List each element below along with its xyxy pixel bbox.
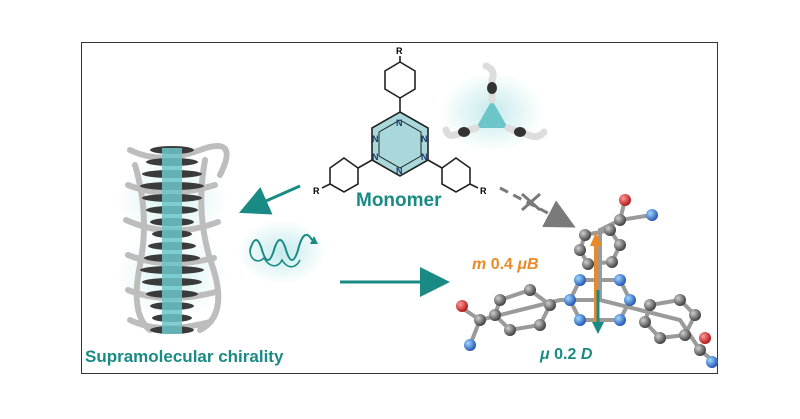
magnetic-moment-label: m 0.4 μB	[472, 256, 539, 274]
ring-nitrogen-labels: N N N N N N	[372, 118, 428, 176]
right-phenyl-ring	[441, 157, 471, 193]
substituent-left-label: R	[313, 186, 320, 196]
moment-unit: μB	[517, 256, 539, 273]
figure-frame	[81, 42, 718, 374]
supramolecular-helix-stack	[117, 143, 230, 334]
helical-spiral-icon	[237, 220, 327, 284]
ring-n-1: N	[396, 118, 403, 128]
dipole-value: 0.2	[554, 346, 577, 363]
ring-n-6: N	[396, 166, 403, 176]
triazine-monomer-structure	[321, 56, 479, 193]
ball-and-stick-model	[456, 194, 718, 368]
moment-symbol: m	[472, 256, 487, 273]
moment-value: 0.4	[490, 256, 513, 273]
ring-n-3: N	[421, 134, 428, 144]
ring-n-5: N	[421, 152, 428, 162]
arrow-to-supramolecular	[239, 184, 301, 215]
dipole-symbol: μ	[540, 346, 550, 363]
substituent-top-label: R	[396, 46, 403, 56]
tripod-monomer-icon	[440, 62, 548, 152]
dipole-moment-label: μ 0.2 D	[540, 346, 592, 364]
ring-n-4: N	[372, 152, 379, 162]
left-phenyl-ring	[329, 157, 359, 193]
blocked-cross-icon	[521, 192, 541, 212]
monomer-label: Monomer	[356, 190, 442, 211]
ring-n-2: N	[372, 134, 379, 144]
dipole-unit: D	[580, 346, 593, 363]
top-phenyl-ring	[384, 61, 416, 99]
supramolecular-chirality-label: Supramolecular chirality	[85, 347, 284, 366]
substituent-right-label: R	[480, 186, 487, 196]
